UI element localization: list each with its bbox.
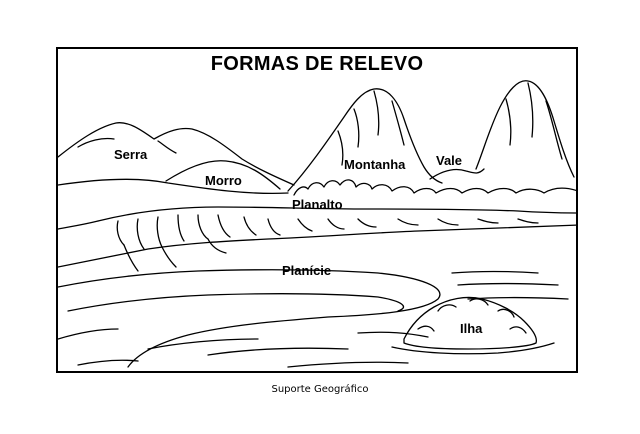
landscape-illustration [58,80,576,368]
treeline [293,179,576,196]
label-morro: Morro [205,173,242,188]
planicie-shore [58,269,441,368]
label-planicie: Planície [282,263,332,278]
serra-ridge [77,137,177,154]
montanha-shape [287,88,443,192]
label-montanha: Montanha [344,157,406,172]
water-ripples [77,270,569,368]
morro-shape [165,160,281,190]
diagram-frame: FORMAS DE RELEVO Serra [56,47,578,373]
diagram-title: FORMAS DE RELEVO [210,53,424,75]
cliff-base [58,224,576,268]
planalto-cliff [116,214,539,250]
planalto-top [97,206,576,222]
montanha-detail [337,90,405,166]
vale-shape [429,168,485,180]
ilha-shape [403,296,538,350]
label-ilha: Ilha [460,321,483,336]
label-serra: Serra [114,147,148,162]
planicie-shore-inner [67,293,404,312]
label-vale: Vale [436,153,463,168]
serra-shape [58,122,295,186]
label-planalto: Planalto [292,197,343,212]
ilha-detail [417,298,527,334]
caption-credit: Suporte Geográfico [271,384,369,395]
right-peak-shape [475,80,575,178]
